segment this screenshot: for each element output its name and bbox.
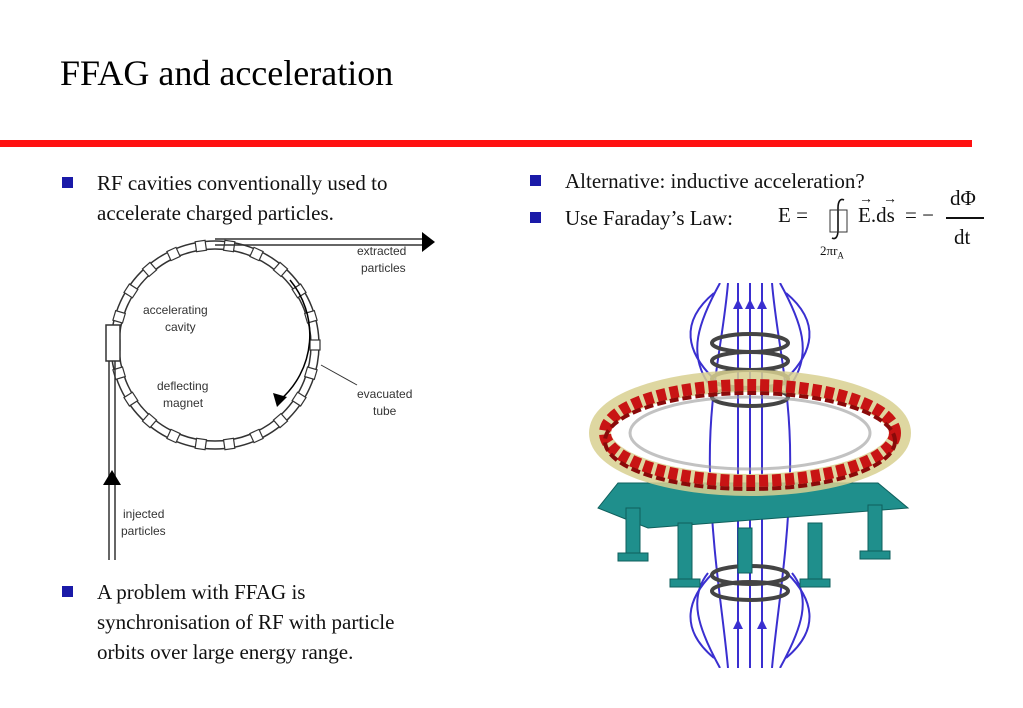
vector-arrow: → xyxy=(883,192,897,207)
equation-lhs: E = xyxy=(778,203,808,227)
deflecting-magnets xyxy=(109,239,321,451)
label-evacuated-2: tube xyxy=(373,404,397,418)
label-accelerating: accelerating xyxy=(143,303,208,317)
bullet-inductive: Alternative: inductive acceleration? xyxy=(530,166,960,196)
equation-numerator: dΦ xyxy=(950,186,976,210)
bullet-ffag-problem: A problem with FFAG is synchronisation o… xyxy=(62,577,502,669)
magnet-block xyxy=(141,412,158,429)
magnet-block xyxy=(222,239,236,253)
field-arrowheads xyxy=(733,299,767,629)
bullet-marker xyxy=(530,175,541,186)
bullet-line: synchronisation of RF with particle xyxy=(97,610,395,634)
label-accelerating-2: cavity xyxy=(165,320,196,334)
slide-title: FFAG and acceleration xyxy=(60,53,394,93)
magnet-block xyxy=(249,428,264,444)
title-underline xyxy=(0,140,972,147)
magnet-block xyxy=(303,366,318,381)
magnet-block xyxy=(272,261,289,278)
magnet-block xyxy=(222,437,236,451)
ring-inner xyxy=(118,248,312,442)
magnet-block xyxy=(166,246,181,262)
extracted-arrow xyxy=(422,232,435,252)
magnet-block xyxy=(112,309,127,324)
bullet-marker xyxy=(62,177,73,188)
ffag-magnet-ring xyxy=(589,370,911,496)
contour-integral-symbol xyxy=(829,198,848,240)
bullet-marker xyxy=(530,212,541,223)
bullet-text: Alternative: inductive acceleration? xyxy=(565,169,865,193)
label-deflecting: deflecting xyxy=(157,379,208,393)
label-evacuated: evacuated xyxy=(357,387,412,401)
bullet-text: Use Faraday’s Law: xyxy=(565,206,733,230)
label-extracted: extracted xyxy=(357,244,406,258)
magnet-block xyxy=(194,239,208,253)
accelerator-ring-diagram: extracted particles accelerating cavity … xyxy=(103,232,435,560)
equation-integrand: E.ds xyxy=(858,203,895,227)
magnet-block xyxy=(272,412,289,429)
magnet-block xyxy=(249,246,264,262)
magnet-block xyxy=(141,261,158,278)
ring-outer xyxy=(110,240,320,450)
magnet-block xyxy=(123,391,139,407)
inductive-ffag-illustration xyxy=(589,283,911,668)
magnet-block xyxy=(166,428,181,444)
injected-arrow xyxy=(103,470,121,485)
magnet-block xyxy=(123,283,139,299)
magnet-block xyxy=(291,391,307,407)
bullet-rf-cavities: RF cavities conventionally used to accel… xyxy=(62,168,482,228)
label-injected-2: particles xyxy=(121,524,166,538)
bullet-line: accelerate charged particles. xyxy=(97,201,334,225)
magnet-block xyxy=(194,437,208,451)
equation-denominator: dt xyxy=(954,225,971,249)
bullet-faraday: Use Faraday’s Law: xyxy=(530,203,780,233)
bullet-line: A problem with FFAG is xyxy=(97,580,306,604)
support-frame xyxy=(597,482,910,588)
bullet-marker xyxy=(62,586,73,597)
integral-limit: 2πrA xyxy=(820,243,844,261)
label-injected: injected xyxy=(123,507,164,521)
equation-equals: = − xyxy=(905,203,934,227)
label-extracted-2: particles xyxy=(361,261,406,275)
fraction-bar xyxy=(946,217,984,219)
bullet-line: RF cavities conventionally used to xyxy=(97,171,388,195)
accelerating-cavity xyxy=(105,324,121,362)
magnet-block xyxy=(309,339,321,351)
bullet-line: orbits over large energy range. xyxy=(97,640,354,664)
vector-arrow: → xyxy=(859,192,873,207)
label-deflecting-2: magnet xyxy=(163,396,204,410)
